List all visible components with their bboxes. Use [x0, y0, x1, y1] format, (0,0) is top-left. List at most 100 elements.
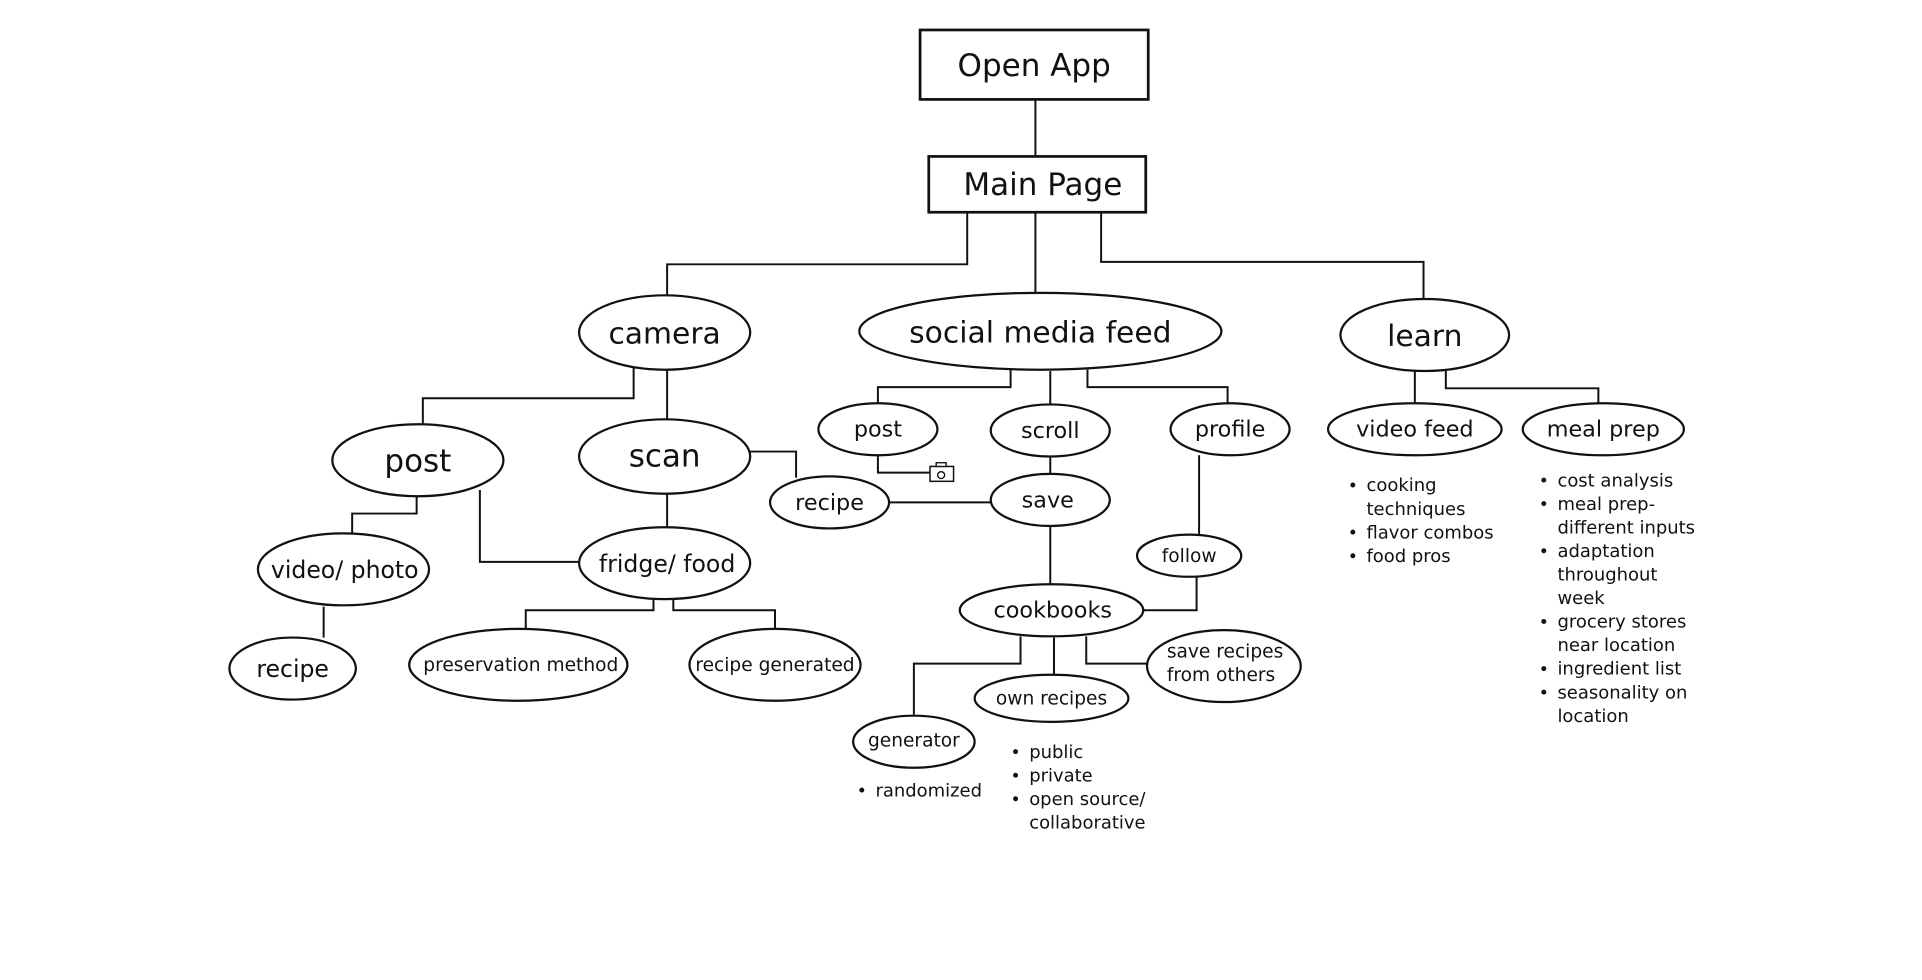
edge-mainpage-camera: [666, 212, 969, 296]
node-label: video/ photo: [271, 556, 419, 584]
node-cookbooks: cookbooks: [958, 583, 1145, 638]
node-label: recipe generated: [695, 655, 854, 676]
node-video-feed: video feed: [1326, 402, 1503, 457]
node-scroll: scroll: [989, 403, 1111, 458]
bullet-dot: [1013, 772, 1019, 778]
note-text: private: [1029, 765, 1093, 786]
node-label: recipe: [795, 490, 864, 516]
edge-cookbooks-saverecipes: [1085, 636, 1147, 665]
notes-generator: randomized: [859, 780, 982, 801]
node-label: post: [854, 417, 902, 443]
camera-icon: [929, 462, 955, 483]
bullet-dot: [1541, 501, 1547, 507]
notes-meal-prep: cost analysis meal prep-different inputs a…: [1541, 470, 1695, 727]
node-label: own recipes: [996, 689, 1107, 710]
node-preservation-method: preservation method: [408, 627, 629, 702]
note-text: techniques: [1366, 499, 1465, 520]
node-profile: profile: [1169, 402, 1291, 457]
node-label: recipe: [256, 655, 329, 683]
node-own-recipes: own recipes: [973, 673, 1130, 723]
note-text: near location: [1557, 635, 1675, 656]
node-fridge-food: fridge/ food: [577, 526, 752, 601]
node-camera-recipe: recipe: [228, 636, 357, 701]
node-label: generator: [868, 731, 960, 752]
node-follow: follow: [1135, 533, 1243, 578]
node-video-photo: video/ photo: [256, 532, 431, 607]
node-feed-recipe: recipe: [768, 475, 891, 530]
note-text: ingredient list: [1557, 659, 1681, 680]
node-feed-post: post: [817, 402, 939, 457]
bullet-dot: [1350, 529, 1356, 535]
bullet-dot: [1013, 749, 1019, 755]
bullet-dot: [1350, 482, 1356, 488]
bullet-dot: [1541, 548, 1547, 554]
note-text: adaptation: [1557, 541, 1654, 562]
node-learn: learn: [1339, 297, 1511, 373]
edge-fridge-preservation: [524, 599, 655, 629]
node-scan: scan: [577, 418, 752, 495]
bullet-dot: [1541, 689, 1547, 695]
node-main-page: Main Page: [927, 155, 1148, 214]
note-text: cost analysis: [1557, 470, 1673, 491]
node-social-media-feed: social media feed: [858, 291, 1223, 371]
bullet-dot: [859, 787, 865, 793]
node-label: save recipes: [1167, 641, 1283, 662]
note-text: week: [1557, 588, 1605, 609]
node-label: scan: [629, 438, 701, 474]
note-text: location: [1557, 706, 1628, 727]
note-text: different inputs: [1557, 517, 1695, 538]
note-text: flavor combos: [1366, 522, 1493, 543]
bullet-dot: [1350, 553, 1356, 559]
note-text: meal prep-: [1557, 494, 1655, 515]
bullet-dot: [1013, 796, 1019, 802]
node-label: profile: [1195, 417, 1265, 443]
note-text: seasonality on: [1557, 682, 1687, 703]
node-label: post: [384, 443, 451, 479]
node-label: Main Page: [963, 167, 1122, 203]
node-label: learn: [1387, 319, 1462, 354]
node-camera: camera: [577, 294, 752, 371]
note-text: throughout: [1557, 565, 1657, 586]
edge-mainpage-learn: [1100, 212, 1425, 300]
edge-post-cameraicon: [876, 455, 930, 474]
bullet-dot: [1541, 618, 1547, 624]
node-recipe-generated: recipe generated: [688, 627, 862, 702]
edge-camera-post: [421, 367, 635, 425]
node-label: meal prep: [1547, 417, 1660, 443]
node-label: social media feed: [909, 315, 1171, 350]
node-label: cookbooks: [994, 598, 1113, 624]
edge-post-videophoto: [351, 496, 418, 534]
node-label: follow: [1162, 546, 1217, 567]
edge-fridge-recipegen: [672, 599, 776, 629]
note-text: cooking: [1366, 475, 1436, 496]
node-meal-prep: meal prep: [1521, 402, 1686, 457]
node-label: fridge/ food: [599, 550, 735, 578]
node-label: Open App: [958, 48, 1111, 84]
edge-follow-cookbooks: [1143, 576, 1198, 612]
note-text: randomized: [875, 780, 982, 801]
edge-social-profile: [1086, 369, 1229, 404]
node-label: from others: [1167, 665, 1275, 686]
edge-social-post: [876, 369, 1012, 404]
node-label: preservation method: [423, 655, 618, 676]
note-text: food pros: [1366, 546, 1450, 567]
note-text: grocery stores: [1557, 612, 1686, 633]
node-save: save: [989, 472, 1111, 528]
bullet-dot: [1541, 477, 1547, 483]
node-label: camera: [608, 317, 720, 352]
node-label: save: [1022, 487, 1074, 513]
edge-post-fridge: [478, 490, 580, 563]
node-open-app: Open App: [918, 28, 1150, 101]
edges: [322, 99, 1600, 715]
edge-scan-recipe: [750, 450, 798, 478]
node-label: scroll: [1021, 418, 1080, 444]
edge-cookbooks-generator: [912, 636, 1022, 715]
edge-learn-mealprep: [1444, 370, 1600, 404]
note-text: open source/: [1029, 789, 1146, 810]
node-label: video feed: [1356, 417, 1474, 443]
node-save-recipes-from-others: save recipes from others: [1145, 629, 1302, 704]
node-camera-post: post: [331, 423, 505, 498]
